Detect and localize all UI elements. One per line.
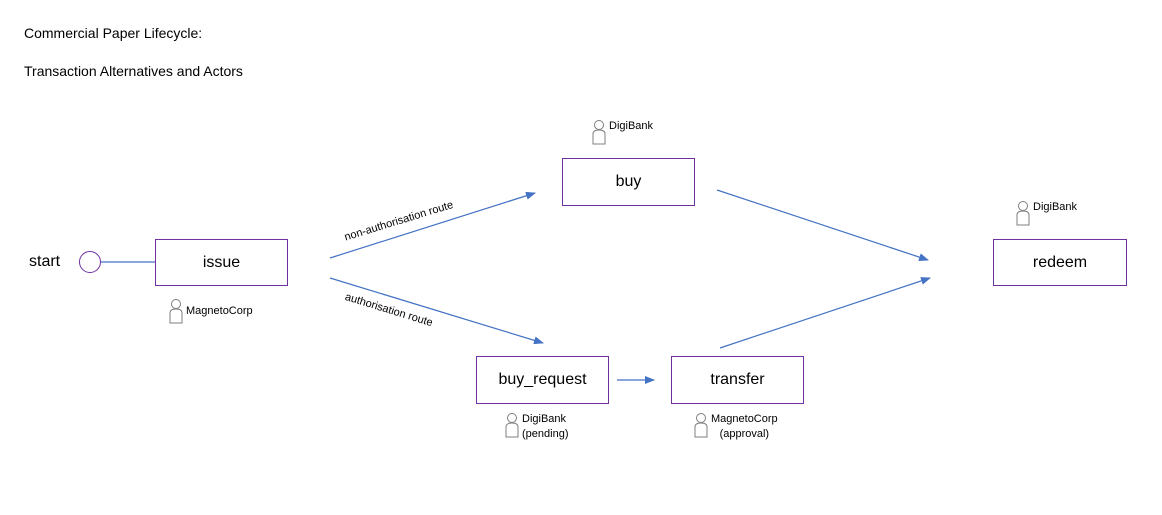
transfer-to-redeem-arrow — [719, 277, 931, 349]
actor-magnetocorp-issue: MagnetoCorp — [169, 298, 253, 324]
person-icon — [1016, 201, 1030, 226]
actor-name: DigiBank — [522, 413, 567, 425]
actor-note: (pending) — [522, 428, 569, 440]
buy-node: buy — [562, 158, 695, 206]
start-node — [79, 251, 101, 273]
issue-to-buy-request-arrow — [329, 277, 544, 345]
actor-name: MagnetoCorp — [186, 305, 253, 317]
person-icon — [694, 413, 708, 438]
actor-name: DigiBank — [609, 120, 654, 132]
issue-node: issue — [155, 239, 288, 286]
issue-to-buy-arrow — [329, 191, 536, 259]
actor-name: DigiBank — [1033, 201, 1078, 213]
person-icon — [169, 299, 183, 324]
actor-digibank-redeem: DigiBank — [1016, 200, 1077, 226]
actor-digibank-buy: DigiBank — [592, 119, 653, 145]
actor-note: (approval) — [719, 428, 770, 440]
person-icon — [505, 413, 519, 438]
redeem-node: redeem — [993, 239, 1127, 286]
transfer-node: transfer — [671, 356, 804, 404]
actor-digibank-buy-request: DigiBank (pending) — [505, 412, 568, 442]
start-label: start — [29, 253, 61, 270]
person-icon — [592, 120, 606, 145]
buy-request-node: buy_request — [476, 356, 609, 404]
actor-magnetocorp-transfer: MagnetoCorp (approval) — [694, 412, 778, 442]
diagram-title: Commercial Paper Lifecycle: — [24, 25, 203, 41]
buy-to-redeem-arrow — [716, 189, 929, 261]
diagram-subtitle: Transaction Alternatives and Actors — [24, 63, 243, 79]
actor-name: MagnetoCorp — [711, 413, 778, 425]
